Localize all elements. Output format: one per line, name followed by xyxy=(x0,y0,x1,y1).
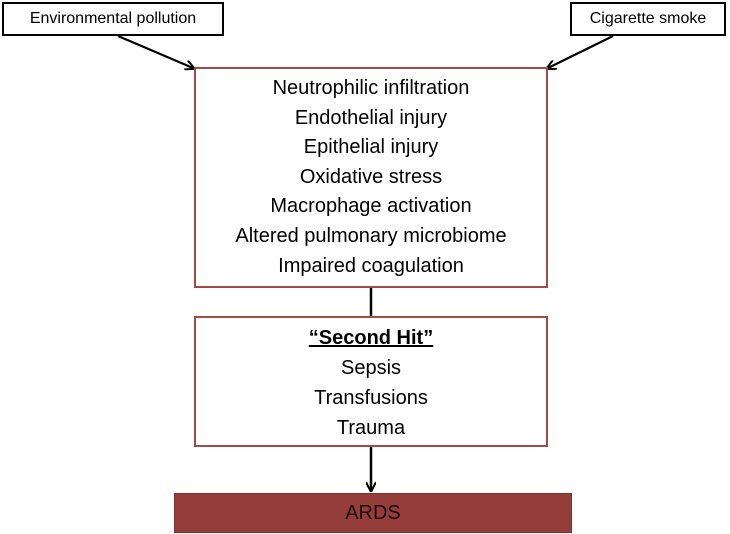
mechanism-item: Altered pulmonary microbiome xyxy=(235,224,507,247)
mechanism-item: Macrophage activation xyxy=(270,195,472,218)
mechanism-item: Impaired coagulation xyxy=(278,254,464,277)
second-hit-box: “Second Hit” Sepsis Transfusions Trauma xyxy=(194,316,548,447)
mechanisms-box: Neutrophilic infiltration Endothelial in… xyxy=(194,67,548,288)
second-hit-title: “Second Hit” xyxy=(308,327,434,349)
second-hit-item: Trauma xyxy=(336,417,406,439)
mechanism-item: Neutrophilic infiltration xyxy=(272,77,470,99)
ards-label: ARDS xyxy=(345,501,401,524)
second-hit-item: Transfusions xyxy=(314,387,428,409)
environmental-pollution-label: Environmental pollution xyxy=(29,10,197,27)
mechanism-item: Epithelial injury xyxy=(303,136,439,159)
ards-outcome-box: ARDS xyxy=(174,493,572,533)
mechanism-item: Endothelial injury xyxy=(294,106,448,129)
mechanism-item: Oxidative stress xyxy=(299,165,443,188)
arrow-pollution-to-mechanisms xyxy=(117,34,193,68)
cigarette-smoke-box: Cigarette smoke xyxy=(570,2,726,36)
second-hit-item: Sepsis xyxy=(340,357,402,379)
environmental-pollution-box: Environmental pollution xyxy=(2,2,224,36)
arrow-smoke-to-mechanisms xyxy=(548,35,614,68)
cigarette-smoke-label: Cigarette smoke xyxy=(589,10,707,27)
